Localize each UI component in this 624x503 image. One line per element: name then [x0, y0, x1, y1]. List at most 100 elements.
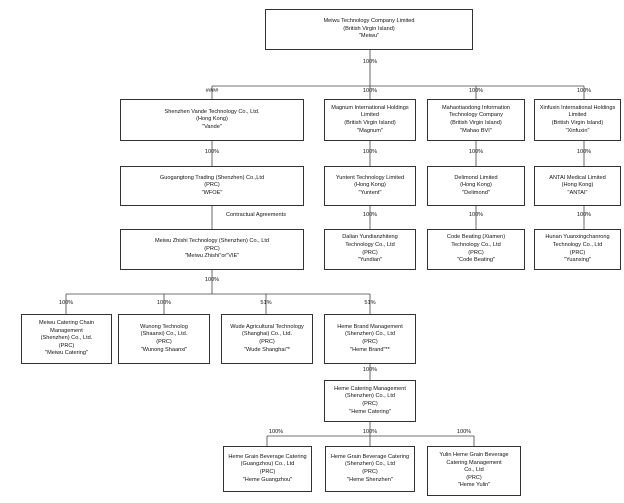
node-wfoe: Guogangtong Trading (Shenzhen) Co.,Ltd (…	[120, 166, 304, 206]
node-guangzhou-line-3: (PRC)	[259, 469, 276, 475]
node-magnum-line-2: Limited	[360, 112, 380, 119]
pct-magnum: 100%	[362, 88, 378, 94]
node-yuanxing-line-3: (PRC)	[569, 249, 586, 256]
node-wunong-line-2: (Shaanxi) Co., Ltd.	[140, 331, 188, 338]
pct-vie-down: 100%	[204, 277, 220, 283]
node-xinfuxin-line-3: (British Virgin Island)	[551, 120, 604, 126]
node-hemebrand-line-4: "Heme Brand"**	[350, 346, 390, 353]
node-codebeating-line-4: "Code Beating"	[457, 257, 495, 264]
contractual-agreements-label: Contractual Agreements	[226, 212, 287, 218]
node-hemecatering-line-2: (Shenzhen) Co., Ltd	[344, 393, 396, 400]
pct-yulin: 100%	[456, 429, 472, 435]
node-delimond-line-1: Delimond Limited	[454, 174, 498, 181]
pct-xinfuxin: 100%	[576, 88, 592, 94]
node-codebeating-line-3: (PRC)	[468, 249, 484, 256]
pct-wunong: 100%	[156, 300, 172, 306]
node-guangzhou-line-2: (Guangzhou) Co., Ltd	[240, 461, 295, 468]
node-vie-line-2: (PRC)	[204, 245, 220, 252]
node-antai: ANTAI Medical Limited (Hong Kong) "ANTAI…	[534, 166, 621, 206]
node-magnum-line-1: Magnum International Holdings	[331, 104, 409, 111]
node-xinfuxin: Xinfuxin International Holdings Limited …	[534, 99, 621, 141]
node-mahao-line-2: Technology Company	[449, 112, 503, 119]
node-meiwu-line-2: (British Virgin Island)	[343, 25, 395, 32]
node-yundian-line-1: Dalian Yundianzhiteng	[342, 234, 398, 241]
node-delimond-line-2: (Hong Kong)	[460, 182, 492, 189]
node-hemecatering-line-3: (PRC)	[362, 401, 378, 407]
node-shenzhen: Heme Grain Beverage Catering (Shenzhen) …	[325, 446, 415, 492]
node-vie-line-1: Meiwu Zhishi Technology (Shenzhen) Co., …	[154, 238, 269, 245]
node-xinfuxin-line-4: "Xinfuxin"	[565, 127, 590, 134]
node-yulin-line-2: Catering Management	[446, 459, 502, 466]
node-yulin: Yulin Heme Grain Beverage Catering Manag…	[427, 446, 521, 496]
node-wunong: Wunong Technolog (Shaanxi) Co., Ltd. (PR…	[118, 314, 210, 364]
pct-mahao: 100%	[468, 88, 484, 94]
node-hemecatering-line-1: Heme Catering Management	[334, 385, 406, 392]
node-catering: Meiwu Catering Chain Management (Shenzhe…	[21, 314, 112, 364]
node-vande-line-3: "Vande"	[202, 123, 222, 130]
node-hemebrand-line-3: (PRC)	[362, 339, 378, 345]
node-wfoe-line-2: (PRC)	[204, 182, 220, 189]
node-catering-line-4: (PRC)	[58, 342, 75, 349]
pct-hemecatering: 100%	[362, 367, 378, 373]
node-magnum: Magnum International Holdings Limited (B…	[324, 99, 416, 141]
node-yundian-line-3: (PRC)	[362, 249, 378, 256]
pct-wfoe: 100%	[204, 149, 220, 155]
node-hemebrand: Heme Brand Management (Shenzhen) Co., Lt…	[324, 314, 416, 364]
node-vie-line-3: "Meiwu Zhishi"or"VIE"	[184, 253, 240, 260]
node-meiwu-line-3: "Meiwu"	[358, 33, 380, 40]
node-mahao-line-3: (British Virgin Island)	[450, 120, 502, 126]
node-wunong-line-1: Wunong Technolog	[140, 323, 188, 330]
pct-antai: 100%	[576, 149, 592, 155]
pct-wude: 51%	[260, 300, 272, 306]
node-catering-line-2: Management	[50, 327, 83, 334]
node-antai-line-3: "ANTAI"	[567, 189, 588, 196]
node-yuntent-line-1: Yuntent Technology Limited	[335, 174, 405, 181]
node-yulin-line-4: (PRC)	[466, 474, 482, 481]
node-yundian: Dalian Yundianzhiteng Technology Co., Lt…	[324, 229, 416, 270]
node-shenzhen-line-4: "Heme Shenzhen"	[347, 476, 393, 483]
node-catering-line-1: Meiwu Catering Chain	[38, 320, 95, 327]
node-xinfuxin-line-2: Limited	[568, 112, 587, 119]
node-hemebrand-line-2: (Shenzhen) Co., Ltd	[344, 331, 396, 338]
node-catering-line-5: "Meiwu Catering"	[45, 350, 88, 357]
pct-guangzhou: 100%	[268, 429, 284, 435]
node-yuanxing-line-4: "Yuanxing"	[564, 257, 591, 264]
node-yuanxing: Hunan Yuanxingchanrong Technology Co., L…	[534, 229, 621, 270]
node-wude-line-4: "Wude Shanghai"*	[244, 346, 290, 353]
node-yulin-line-5: "Heme Yulin"	[457, 482, 491, 489]
node-yuanxing-line-1: Hunan Yuanxingchanrong	[545, 234, 610, 241]
node-wude-line-3: (PRC)	[259, 339, 275, 345]
node-wunong-line-3: (PRC)	[156, 339, 172, 345]
node-magnum-line-4: "Magnum"	[357, 127, 383, 134]
node-codebeating-line-1: Code Beating (Xiamen)	[446, 234, 506, 241]
node-yulin-line-1: Yulin Heme Grain Beverage	[439, 452, 509, 459]
pct-vande: ####	[205, 88, 219, 94]
node-vande-line-2: (Hong Kong)	[196, 116, 228, 123]
node-yuntent: Yuntent Technology Limited (Hong Kong) "…	[324, 166, 416, 206]
pct-yuanxing: 100%	[576, 212, 592, 218]
node-shenzhen-line-2: (Shenzhen) Co., Ltd	[344, 461, 396, 468]
node-yuntent-line-3: "Yuntent"	[358, 189, 382, 196]
node-wude-line-1: Wude Agricultural Technology	[230, 323, 304, 330]
node-codebeating: Code Beating (Xiamen) Technology Co., Lt…	[427, 229, 525, 270]
node-wfoe-line-1: Guogangtong Trading (Shenzhen) Co.,Ltd	[159, 174, 265, 181]
pct-top-meiwu: 100%	[362, 59, 378, 65]
node-yundian-line-4: "Yundian"	[357, 257, 383, 264]
node-hemecatering-line-4: "Heme Catering"	[349, 408, 391, 415]
node-antai-line-2: (Hong Kong)	[561, 182, 594, 189]
pct-hemebrand: 51%	[364, 300, 376, 306]
node-vande: Shenzhen Vande Technology Co., Ltd. (Hon…	[120, 99, 304, 141]
node-hemecatering: Heme Catering Management (Shenzhen) Co.,…	[324, 380, 416, 422]
pct-catering: 100%	[58, 300, 74, 306]
node-hemebrand-line-1: Heme Brand Management	[337, 323, 403, 330]
pct-yuntent: 100%	[362, 149, 378, 155]
node-shenzhen-line-1: Heme Grain Beverage Catering	[330, 453, 410, 460]
node-wude-line-2: (Shanghai) Co., Ltd.	[241, 331, 293, 338]
node-wude: Wude Agricultural Technology (Shanghai) …	[221, 314, 313, 364]
node-codebeating-line-2: Technology Co., Ltd	[451, 241, 501, 248]
node-catering-line-3: (Shenzhen) Co., Ltd.	[40, 335, 93, 342]
node-mahao-line-1: Mahaotiaodong Information	[441, 104, 511, 111]
pct-delimond: 100%	[468, 149, 484, 155]
node-vande-line-1: Shenzhen Vande Technology Co., Ltd.	[164, 108, 260, 115]
